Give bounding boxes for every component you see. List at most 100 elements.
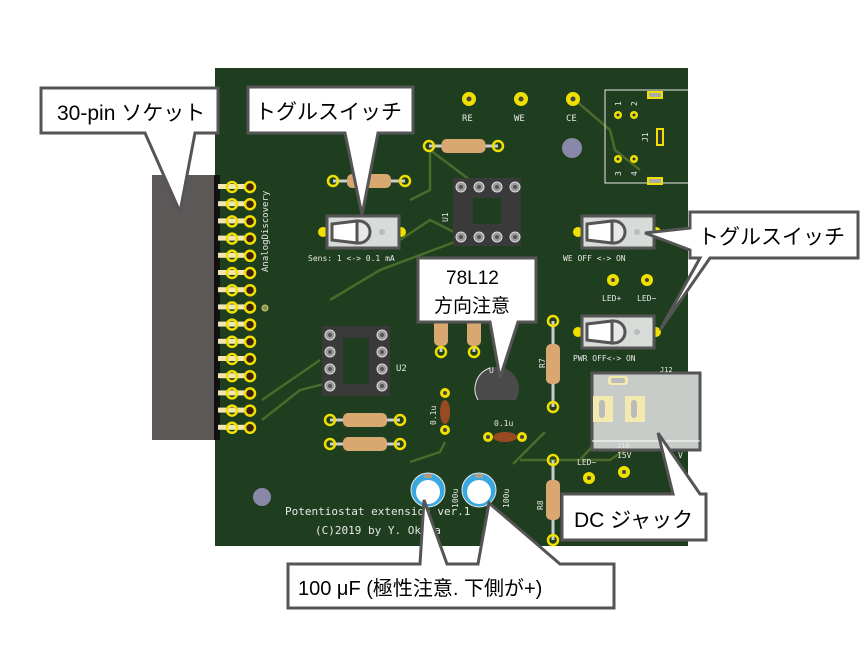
callout-toggle-right-text: トグルスイッチ xyxy=(698,226,845,249)
callout-regulator-line1: 78L12 xyxy=(446,268,499,289)
connector-pin xyxy=(218,235,248,241)
pad xyxy=(225,421,239,435)
electrolytic-capacitors: 100u 100u xyxy=(410,472,511,508)
pad xyxy=(243,335,257,349)
svg-text:3: 3 xyxy=(614,171,623,176)
socket-hole xyxy=(328,367,332,371)
connector-pin xyxy=(218,356,248,361)
pad xyxy=(546,533,560,547)
mount-hole xyxy=(253,488,271,506)
switch-pin xyxy=(634,329,640,335)
connector-pin xyxy=(218,184,248,189)
pad xyxy=(467,345,481,359)
socket-hole xyxy=(380,367,384,371)
callout-dc-jack: DC ジャック xyxy=(560,432,708,542)
pad xyxy=(225,215,239,228)
callout-toggle-left-text: トグルスイッチ xyxy=(255,101,402,124)
pad xyxy=(225,387,239,400)
label-pwr-switch: PWR OFF<-> ON xyxy=(573,354,636,363)
pad xyxy=(225,301,239,314)
connector-body xyxy=(152,175,216,440)
resistor xyxy=(546,344,560,384)
socket-hole xyxy=(477,185,481,189)
callout-regulator: 78L12 方向注意 xyxy=(416,256,538,379)
pad xyxy=(243,387,257,400)
pad xyxy=(225,197,239,211)
callout-socket: 30-pin ソケット xyxy=(39,86,220,218)
credit-line-2: (C)2019 by Y. Okawa xyxy=(315,524,441,537)
switch-lever xyxy=(585,319,614,345)
resistor xyxy=(343,437,387,451)
pad xyxy=(225,335,239,349)
pad xyxy=(326,174,340,188)
label-v: V xyxy=(678,451,683,460)
pad xyxy=(243,197,257,211)
pad xyxy=(398,174,412,188)
label-re: RE xyxy=(462,114,473,124)
pad xyxy=(393,413,407,427)
label-r7: R7 xyxy=(538,358,547,368)
label-cap2: 0.1u xyxy=(494,419,513,428)
socket-hole xyxy=(380,384,384,388)
label-u1: U1 xyxy=(441,212,450,222)
led-pads: LED+ LED− xyxy=(602,274,656,303)
label-j10: J10 xyxy=(617,442,630,450)
pad xyxy=(225,318,239,331)
pad xyxy=(225,249,239,263)
pad xyxy=(491,139,505,153)
socket-hole xyxy=(477,235,481,239)
pad xyxy=(243,232,257,245)
connector-pin xyxy=(218,338,248,344)
label-elcap1: 100u xyxy=(451,489,460,508)
pad xyxy=(243,283,257,297)
connector-pin xyxy=(218,407,248,413)
connector-pin xyxy=(218,201,248,207)
label-u3: U xyxy=(489,366,494,375)
socket-hole xyxy=(459,235,463,239)
dc-jack: J12 J10 xyxy=(590,366,702,452)
svg-text:2: 2 xyxy=(630,101,639,106)
socket-hole xyxy=(513,235,517,239)
svg-text:1: 1 xyxy=(614,101,623,106)
pad xyxy=(225,352,239,366)
u1-socket: U1 xyxy=(441,178,521,246)
pad xyxy=(422,139,436,153)
resistor xyxy=(441,139,486,153)
callout-toggle-right: トグルスイッチ xyxy=(644,210,860,331)
pad xyxy=(225,404,239,417)
label-led-plus: LED+ xyxy=(602,294,621,303)
switch-pin xyxy=(634,229,640,235)
label-led-minus-bottom: LED− xyxy=(577,458,596,467)
pad xyxy=(243,301,257,314)
callout-dc-jack-text: DC ジャック xyxy=(574,509,693,532)
pad xyxy=(323,437,337,451)
pad xyxy=(243,352,257,366)
ceramic-capacitors: 0.1u 0.1u xyxy=(429,388,527,442)
pad xyxy=(393,437,407,451)
label-elcap2: 100u xyxy=(502,489,511,508)
pad xyxy=(243,404,257,417)
pad xyxy=(434,345,448,359)
label-we-switch: WE OFF <-> ON xyxy=(563,254,626,263)
resistor xyxy=(343,413,387,427)
callout-toggle-left: トグルスイッチ xyxy=(246,85,415,216)
electrode-pads: RE WE CE xyxy=(462,92,580,124)
connector-edge xyxy=(214,175,220,440)
connector-pin xyxy=(218,287,248,293)
label-u2: U2 xyxy=(396,364,407,374)
via xyxy=(261,304,269,312)
switch-pin xyxy=(379,229,385,235)
pad xyxy=(225,232,239,245)
voltage-regulator: U xyxy=(474,366,519,401)
connector-pin xyxy=(218,270,248,275)
callout-socket-text: 30-pin ソケット xyxy=(57,102,205,125)
pad xyxy=(323,413,337,427)
callout-regulator-line2: 方向注意 xyxy=(434,295,510,317)
pad xyxy=(225,283,239,297)
callout-capacitors: 100 μF (極性注意. 下側が+) xyxy=(286,499,616,610)
socket-hole xyxy=(513,185,517,189)
callout-capacitors-text: 100 μF (極性注意. 下側が+) xyxy=(298,577,542,600)
connector-label: AnalogDiscovery xyxy=(261,190,271,272)
socket-hole xyxy=(328,350,332,354)
